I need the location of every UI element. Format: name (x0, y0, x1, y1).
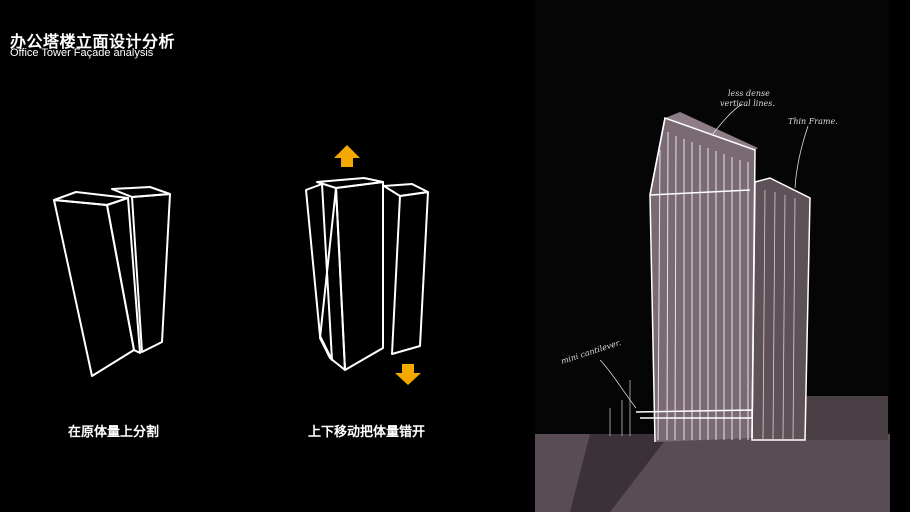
up-arrow-icon (334, 145, 360, 167)
slide-title-en: Office Tower Façade analysis (10, 47, 154, 59)
annotation-frame: Thin Frame. (788, 117, 838, 126)
split-volume-diagram (53, 186, 171, 377)
down-arrow-icon (395, 364, 421, 385)
annotation-top-line2: vertical lines. (720, 99, 775, 108)
tower-perspective-sketch: less dense vertical lines. Thin Frame. m… (535, 0, 890, 512)
shifted-volume-diagram (305, 177, 429, 371)
slide-title-cn: 办公塔楼立面设计分析 (10, 32, 176, 51)
caption-split-volume: 在原体量上分割 (68, 425, 160, 440)
annotation-top-line1: less dense (728, 89, 770, 98)
caption-shift-volume: 上下移动把体量错开 (308, 425, 426, 440)
